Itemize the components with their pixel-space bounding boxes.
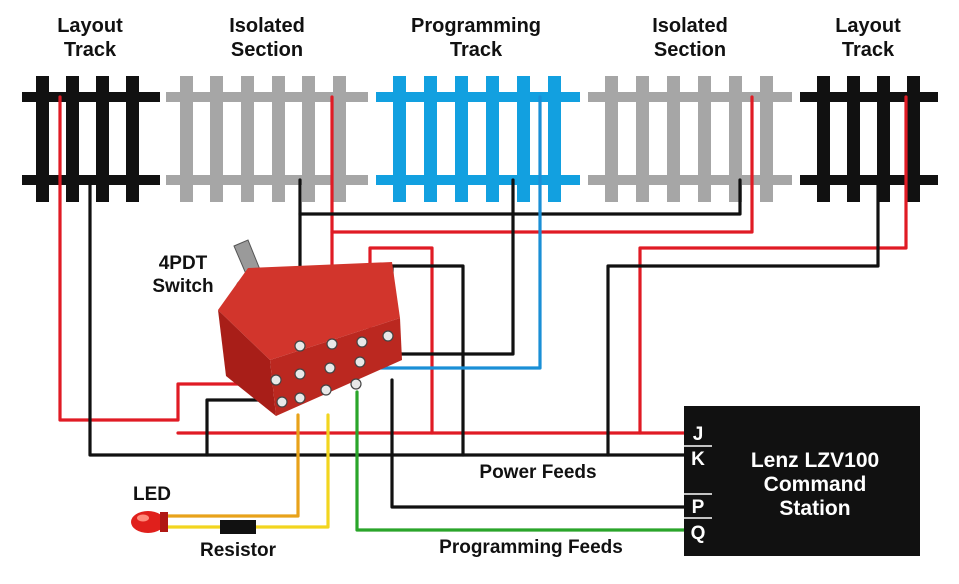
layout-track-left-label-line1: Layout <box>57 15 123 37</box>
wire-blue-programming <box>366 95 542 370</box>
wire-red-layout-left <box>58 95 274 422</box>
switch-body-side <box>218 310 276 416</box>
terminal-q-label: Q <box>691 523 706 544</box>
isolated-section-right <box>588 76 792 202</box>
command-station <box>684 406 920 556</box>
switch-label-line2: Switch <box>152 276 213 297</box>
4pdt-switch[interactable] <box>218 239 402 416</box>
isolated-left-label-line2: Section <box>231 39 303 61</box>
layout-track-right <box>800 76 938 202</box>
wire-black-switch-lower <box>205 398 274 457</box>
wire-black-switch-k <box>390 264 465 457</box>
wire-red-isolated-right <box>330 95 754 234</box>
command-station-label-line3: Station <box>779 497 850 520</box>
wire-black-layout-right <box>606 178 880 457</box>
led <box>131 511 168 533</box>
command-station-label-line2: Command <box>764 473 867 496</box>
wire-black-layout-left <box>88 178 692 457</box>
wire-orange-led <box>166 413 300 518</box>
programming-track <box>376 76 580 202</box>
power-feeds-label: Power Feeds <box>479 462 596 483</box>
terminal-dividers <box>684 445 712 519</box>
isolated-right-label-line1: Isolated <box>652 15 728 37</box>
switch-body-top <box>218 262 400 360</box>
layout-track-right-label-line1: Layout <box>835 15 901 37</box>
resistor <box>220 520 256 534</box>
isolated-left-label-line1: Isolated <box>229 15 305 37</box>
terminal-j-label: J <box>693 424 704 445</box>
wire-black-isolated-right <box>298 178 742 216</box>
command-station-label-line1: Lenz LZV100 <box>751 449 879 472</box>
programming-track-label-line1: Programming <box>411 15 541 37</box>
switch-body-front <box>270 318 402 416</box>
switch-terminals <box>270 330 394 408</box>
terminal-p-label: P <box>692 497 705 518</box>
isolated-right-label-line2: Section <box>654 39 726 61</box>
programming-feeds-label: Programming Feeds <box>439 537 623 558</box>
isolated-section-left <box>166 76 368 202</box>
terminal-k-label: K <box>691 449 705 470</box>
wire-black-programming <box>390 178 515 356</box>
led-label: LED <box>133 484 171 505</box>
switch-label-line1: 4PDT <box>159 253 208 274</box>
programming-track-label-line2: Track <box>450 39 503 61</box>
wire-red-layout-right <box>638 95 908 435</box>
wire-black-p-feed <box>390 378 692 509</box>
wire-green-q-feed <box>355 390 692 532</box>
layout-track-left-label-line2: Track <box>64 39 117 61</box>
resistor-label: Resistor <box>200 540 277 561</box>
layout-track-right-label-line2: Track <box>842 39 895 61</box>
